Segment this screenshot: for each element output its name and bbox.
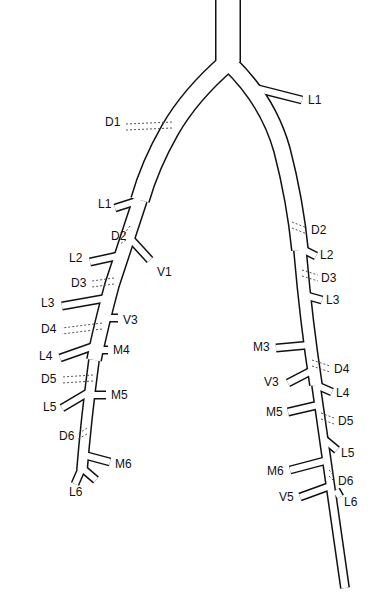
branch-label: M6 xyxy=(114,457,133,471)
branch-label: L6 xyxy=(68,485,83,499)
branch-label: D5 xyxy=(337,414,354,428)
branch-label: D4 xyxy=(40,322,57,336)
branch-label: D4 xyxy=(333,362,350,376)
branch-label: L5 xyxy=(340,446,355,460)
branch-label: L5 xyxy=(42,400,57,414)
branch-label: M5 xyxy=(110,388,129,402)
branch-label: D2 xyxy=(310,223,327,237)
branch-label: V3 xyxy=(122,313,139,327)
branch-label: L3 xyxy=(40,296,55,310)
branch-label: L4 xyxy=(335,386,350,400)
branch-label: L4 xyxy=(38,349,53,363)
branch-label: L2 xyxy=(68,251,83,265)
branch-label: L6 xyxy=(343,495,358,509)
branch-label: V1 xyxy=(156,265,173,279)
branch-label: L1 xyxy=(97,197,112,211)
branch-label: D5 xyxy=(40,372,57,386)
branch-label: M6 xyxy=(266,464,285,478)
branch-label: D1 xyxy=(104,115,121,129)
branch-label: L1 xyxy=(307,93,322,107)
branch-label: L3 xyxy=(325,293,340,307)
branch-label: D2 xyxy=(110,229,127,243)
branch-label: V3 xyxy=(263,375,280,389)
branch-label: D6 xyxy=(58,429,75,443)
branch-label: V5 xyxy=(278,490,295,504)
branch-label: D3 xyxy=(320,271,337,285)
branch-label: M3 xyxy=(252,340,271,354)
branch-label: L2 xyxy=(319,248,334,262)
branch-label: M4 xyxy=(112,343,131,357)
branch-label: D3 xyxy=(70,276,87,290)
branch-label: M5 xyxy=(265,405,284,419)
branch-label: D6 xyxy=(337,474,354,488)
